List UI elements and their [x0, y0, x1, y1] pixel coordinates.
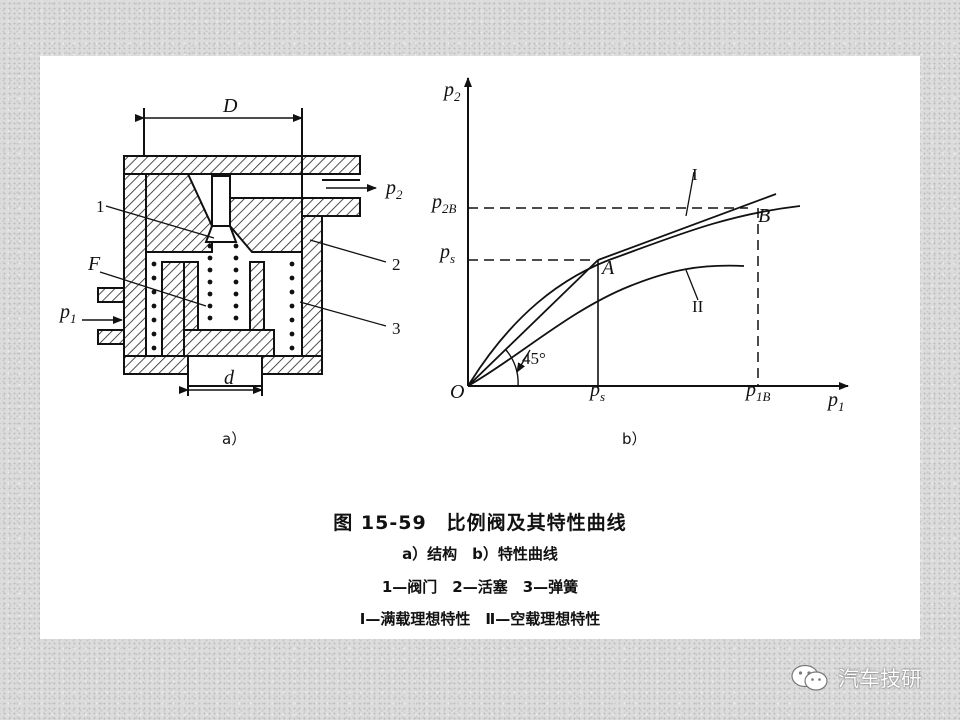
- panel-b-label: b）: [622, 430, 647, 448]
- figure-title: 图 15-59 比例阀及其特性曲线: [333, 512, 627, 534]
- curve-II: [467, 264, 745, 387]
- figure-subtitle: a）结构 b）特性曲线: [402, 545, 558, 563]
- point-B-label: B: [758, 205, 770, 227]
- axis-x-label: p1: [826, 389, 845, 414]
- axis-x-main: p: [826, 389, 838, 411]
- figure-drawing: D d F p2 p1 1 2 3 a）: [58, 77, 849, 448]
- point-A-label: A: [600, 257, 615, 279]
- tick-p1B-main: p: [744, 379, 756, 401]
- angle-label: 45°: [522, 349, 546, 368]
- spring-inner: [207, 243, 239, 321]
- axis-y-main: p: [442, 79, 454, 101]
- watermark: 汽车技研: [790, 661, 922, 695]
- angle-arc: [505, 349, 519, 387]
- figure-curves-legend: Ⅰ—满载理想特性 Ⅱ—空载理想特性: [359, 610, 601, 628]
- axis-x-sub: 1: [838, 399, 845, 414]
- axis-y-label: p2: [442, 79, 461, 104]
- outlet-p2-main: p: [384, 177, 396, 199]
- tick-ps-x-sub: s: [600, 389, 605, 404]
- figure-sheet: D d F p2 p1 1 2 3 a）: [40, 56, 920, 639]
- tick-p1B-sub: 1B: [756, 389, 771, 404]
- axis-y-sub: 2: [454, 89, 461, 104]
- curve-I-label: I: [692, 165, 698, 184]
- tick-p2B-main: p: [430, 191, 442, 213]
- callout-2: 2: [392, 255, 401, 274]
- tick-ps-y-main: p: [438, 241, 450, 263]
- tick-p2B-sub: 2B: [442, 201, 457, 216]
- inlet-p1-sub: 1: [70, 311, 77, 326]
- line-A-B: [597, 193, 777, 261]
- tick-ps-x: ps: [588, 379, 605, 404]
- force-F-label: F: [87, 253, 101, 275]
- dimension-D-label: D: [222, 95, 238, 117]
- characteristic-plot: [464, 77, 849, 390]
- tick-p1B: p1B: [744, 379, 771, 404]
- figure-parts-legend: 1—阀门 2—活塞 3—弹簧: [381, 578, 579, 596]
- dimension-d-label: d: [224, 367, 235, 389]
- inlet-p1-label: p1: [58, 301, 77, 326]
- outlet-p2-sub: 2: [396, 187, 403, 202]
- tick-ps-x-main: p: [588, 379, 600, 401]
- callout-3: 3: [392, 319, 401, 338]
- wechat-icon: [791, 664, 828, 691]
- tick-ps-y: ps: [438, 241, 455, 266]
- tick-p2B: p2B: [430, 191, 457, 216]
- origin-label: O: [450, 381, 464, 403]
- spring-outer: [151, 261, 295, 351]
- curve-II-label: II: [692, 297, 704, 316]
- outlet-p2-label: p2: [384, 177, 403, 202]
- tick-ps-y-sub: s: [450, 251, 455, 266]
- callout-1: 1: [96, 197, 105, 216]
- watermark-text: 汽车技研: [838, 667, 922, 691]
- inlet-p1-main: p: [58, 301, 70, 323]
- line-45deg: [467, 259, 599, 387]
- panel-a-label: a）: [222, 430, 246, 448]
- valve-structure: [82, 108, 387, 396]
- curve-I: [467, 205, 801, 387]
